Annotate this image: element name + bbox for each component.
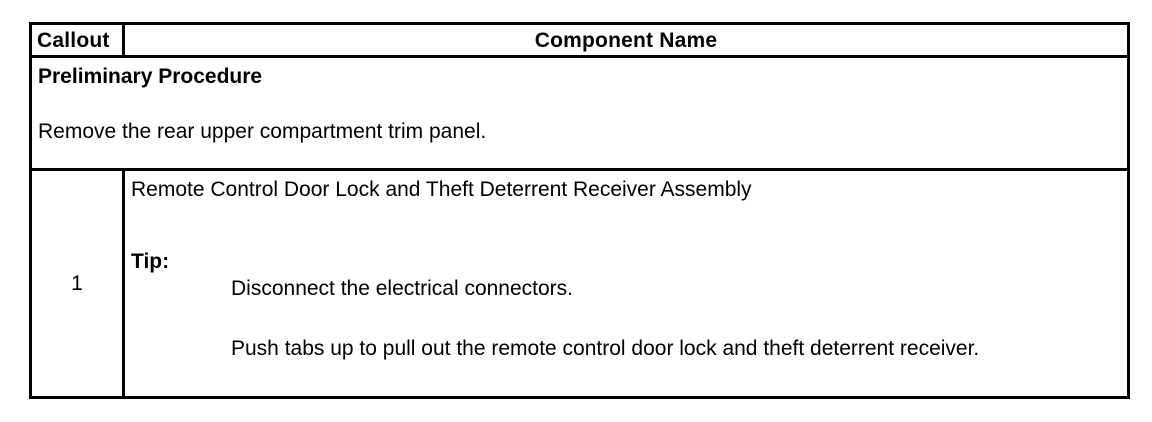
preliminary-procedure-row: Preliminary Procedure Remove the rear up… xyxy=(32,58,1127,171)
callout-number-value: 1 xyxy=(71,272,83,295)
table-header-row: Callout Component Name xyxy=(32,25,1127,58)
tip-item-1: Disconnect the electrical connectors. xyxy=(231,276,573,300)
tip-label: Tip: xyxy=(131,249,170,273)
tip-item-2: Push tabs up to pull out the remote cont… xyxy=(231,336,980,360)
header-cell-callout: Callout xyxy=(32,25,125,55)
header-cell-component-name: Component Name xyxy=(125,25,1127,55)
preliminary-spacer xyxy=(38,91,1127,119)
procedure-table: Callout Component Name Preliminary Proce… xyxy=(29,22,1130,399)
component-detail-row: 1 Remote Control Door Lock and Theft Det… xyxy=(32,171,1127,396)
column-header-component-name: Component Name xyxy=(534,28,718,52)
callout-number-cell: 1 xyxy=(32,171,125,396)
preliminary-procedure-title: Preliminary Procedure xyxy=(38,65,263,88)
component-name-text: Remote Control Door Lock and Theft Deter… xyxy=(131,178,752,201)
component-description-cell: Remote Control Door Lock and Theft Deter… xyxy=(125,171,1127,396)
component-spacer-upper xyxy=(131,204,1127,249)
component-spacer-middle xyxy=(131,303,1127,336)
column-header-callout: Callout xyxy=(37,28,110,52)
preliminary-procedure-text: Remove the rear upper compartment trim p… xyxy=(38,119,487,143)
